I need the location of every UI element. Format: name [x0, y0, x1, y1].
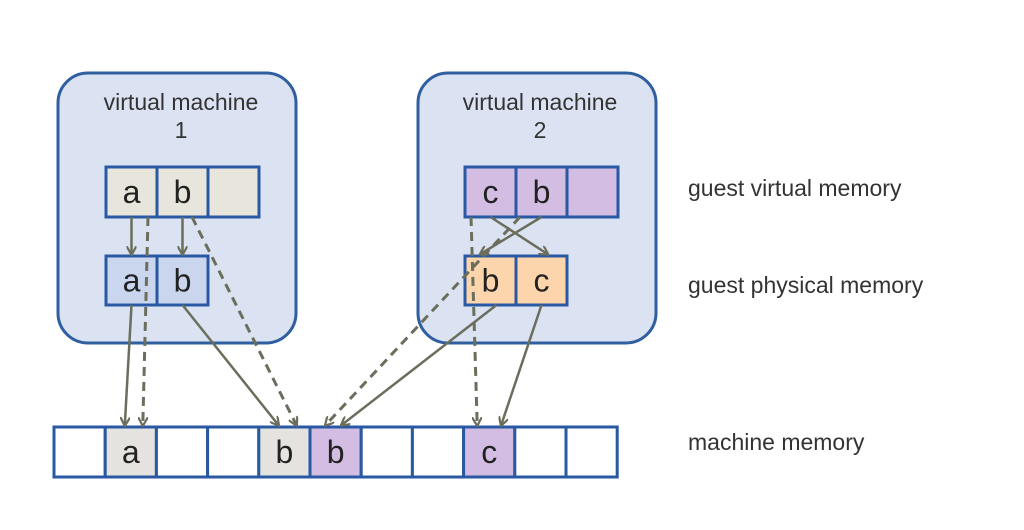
mapping-arrow: [342, 304, 498, 425]
machine-memory-page-cell: [513, 425, 568, 479]
shadow-mapping-arrow: [143, 216, 150, 425]
machine-memory-page-cell: [52, 425, 107, 479]
vm1-guest-physical-page-cell-label: a: [123, 263, 141, 299]
mapping-arrow: [125, 304, 133, 425]
vm2-guest-physical-page-cell-label: c: [534, 263, 550, 299]
mapping-arrow: [181, 304, 279, 425]
machine-memory-page-cell-label: a: [122, 434, 140, 470]
mapping-arrows: [125, 215, 548, 425]
vm1-title-line1: virtual machine: [104, 89, 259, 115]
vm1-guest-virtual-page-cell-label: b: [174, 174, 192, 210]
shadow-mapping-arrow: [469, 216, 477, 425]
mapping-arrow: [481, 215, 543, 254]
machine-memory-page-cell: [206, 425, 261, 479]
vm2-title-line1: virtual machine: [463, 89, 618, 115]
vm2-guest-virtual-page-cell-label: c: [483, 174, 499, 210]
machine-memory-page-cell: [257, 425, 312, 479]
machine-memory-page-cell: [308, 425, 363, 479]
shadow-mapping-arrow: [190, 216, 296, 425]
label-guest-virtual-memory: guest virtual memory: [688, 175, 902, 201]
machine-memory-page-cell-label: c: [481, 434, 497, 470]
vm2-guest-virtual-page-cell-label: b: [533, 174, 551, 210]
machine-memory-page-cell: [564, 425, 619, 479]
vm1-guest-virtual-page-cell-label: a: [123, 174, 141, 210]
vm1-guest-virtual-page-cell: [206, 165, 261, 219]
vm2-title-line2: 2: [534, 117, 547, 143]
machine-memory-page-cell: [410, 425, 466, 479]
machine-memory-page-cell: [359, 425, 414, 479]
machine-memory-page-cell: [154, 425, 210, 479]
machine-memory-page-cell-label: b: [327, 434, 345, 470]
machine-memory-page-cell-label: b: [276, 434, 294, 470]
vm2-guest-virtual-page-cell: [565, 165, 620, 219]
label-guest-physical-memory: guest physical memory: [688, 272, 924, 298]
vm1-guest-physical-page-cell: [104, 254, 159, 307]
mapping-arrow: [501, 304, 543, 425]
machine-memory-page-cell: [462, 425, 517, 479]
label-machine-memory: machine memory: [688, 429, 865, 455]
vm2-guest-physical-page-cell-label: b: [482, 263, 500, 299]
vm2-guest-physical-page-cell: [514, 254, 569, 307]
vm1-guest-physical-page-cell-label: b: [174, 263, 192, 299]
vm2-guest-virtual-page-cell: [514, 165, 569, 219]
shadow-mapping-arrow: [326, 215, 522, 425]
vm1-guest-virtual-page-cell: [104, 165, 159, 219]
mapping-arrow: [489, 215, 548, 254]
vm2-guest-virtual-page-cell: [463, 165, 518, 219]
machine-memory-page-cell: [103, 425, 158, 479]
vm1-title-line2: 1: [175, 117, 188, 143]
vm1-guest-virtual-page-cell: [155, 165, 210, 219]
